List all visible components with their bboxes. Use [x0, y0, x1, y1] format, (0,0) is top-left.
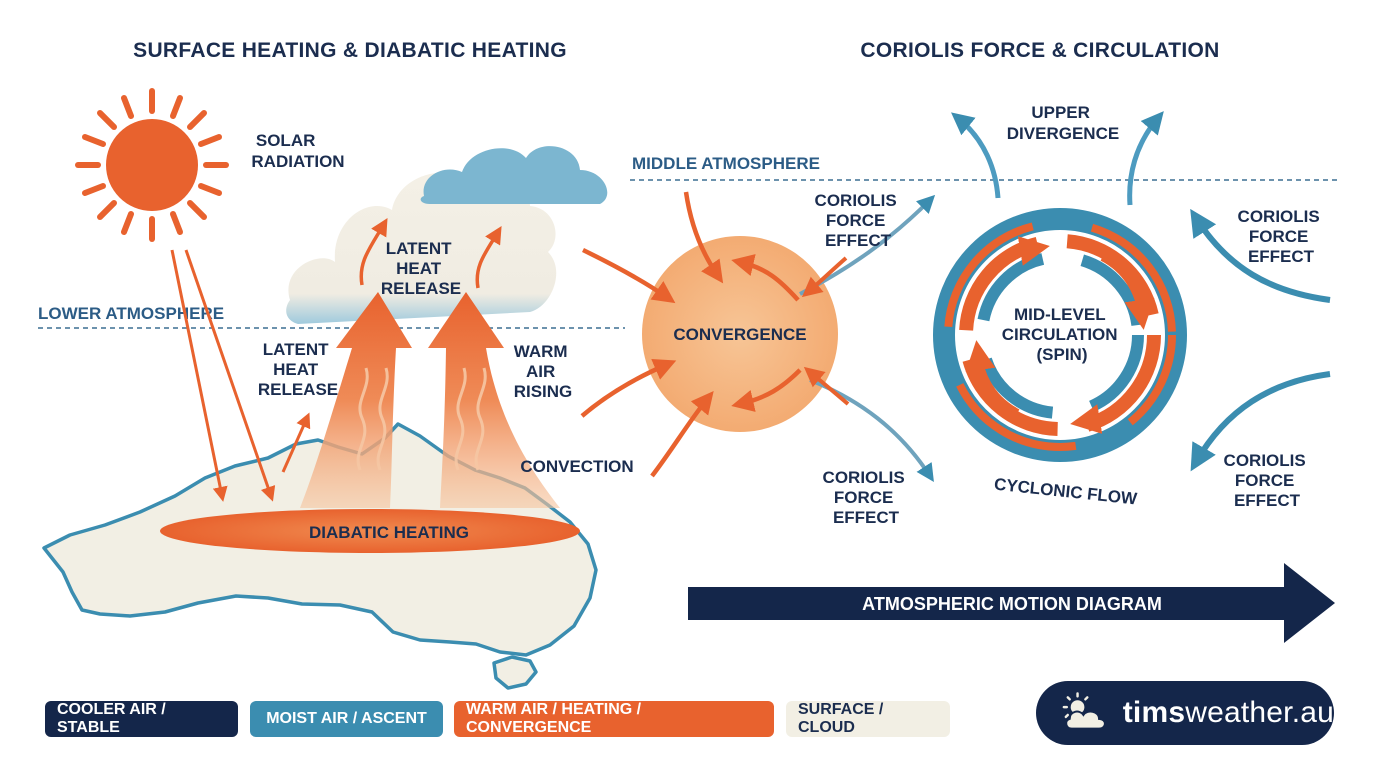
legend-cooler-air: COOLER AIR / STABLE: [45, 701, 238, 737]
coriolis-right-top-label: CORIOLIS FORCE EFFECT: [1238, 207, 1325, 266]
coriolis-right-bottom-label: CORIOLIS FORCE EFFECT: [1224, 451, 1311, 510]
convection-label: CONVECTION: [520, 457, 633, 476]
solar-radiation-label: SOLAR RADIATION: [251, 131, 344, 171]
coriolis-left-top-label: CORIOLIS FORCE EFFECT: [815, 191, 902, 250]
weather-logo-icon: [1062, 692, 1106, 730]
convergence-label: CONVERGENCE: [673, 325, 806, 344]
latent-heat-upper-label: LATENT HEAT RELEASE: [381, 239, 461, 298]
diabatic-heating-zone: [160, 509, 580, 553]
convective-cloud: [286, 146, 608, 324]
legend-moist-air: MOIST AIR / ASCENT: [250, 701, 443, 737]
atmospheric-motion-label: ATMOSPHERIC MOTION DIAGRAM: [862, 594, 1162, 614]
mid-level-circulation-label: MID-LEVEL CIRCULATION (SPIN): [1002, 305, 1123, 364]
cyclonic-vortex: [933, 208, 1187, 462]
left-section-title: SURFACE HEATING & DIABATIC HEATING: [133, 39, 567, 62]
middle-atmosphere-label: MIDDLE ATMOSPHERE: [632, 154, 820, 173]
rising-air-plumes: [300, 292, 560, 508]
coriolis-deflection-arrows: [799, 194, 936, 483]
latent-heat-lower-label: LATENT HEAT RELEASE: [258, 340, 338, 399]
cloud-updraft-arrows: [359, 217, 502, 289]
diabatic-heating-label: DIABATIC HEATING: [309, 523, 469, 542]
brand-badge[interactable]: timsweather.au: [1036, 681, 1334, 745]
solar-ray-arrows: [170, 249, 311, 502]
legend-warm-air: WARM AIR / HEATING / CONVERGENCE: [454, 701, 774, 737]
atmospheric-motion-arrow: [688, 563, 1335, 643]
coriolis-left-bottom-label: CORIOLIS FORCE EFFECT: [823, 468, 910, 527]
convergence-arrows: [580, 191, 802, 478]
vortex-spin-arrows: [965, 236, 1155, 434]
upper-divergence-label: UPPER DIVERGENCE: [1007, 103, 1119, 143]
sun-icon: [75, 88, 229, 242]
warm-air-rising-label: WARM AIR RISING: [514, 342, 573, 401]
cyclonic-flow-label: CYCLONIC FLOW: [993, 475, 1139, 509]
lower-atmosphere-label: LOWER ATMOSPHERE: [38, 304, 224, 323]
right-section-title: CORIOLIS FORCE & CIRCULATION: [860, 39, 1219, 62]
coriolis-inflow-arrows: [1190, 208, 1331, 472]
legend-surface-cloud: SURFACE / CLOUD: [786, 701, 950, 737]
brand-name: timsweather.au: [1122, 696, 1334, 729]
upper-divergence-arrows: [951, 111, 1164, 206]
tasmania-island: [492, 655, 538, 690]
